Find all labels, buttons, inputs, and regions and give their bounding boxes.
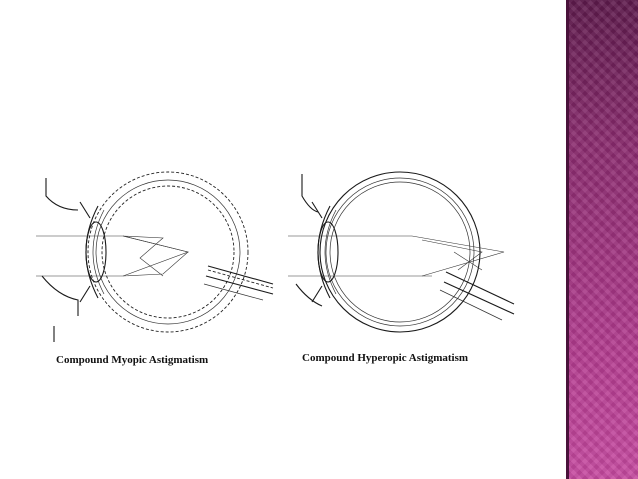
myopic-eye-diagram — [28, 166, 278, 346]
side-bar-edge — [566, 0, 569, 479]
hyperopic-eye-diagram — [282, 166, 532, 346]
myopic-caption: Compound Myopic Astigmatism — [56, 354, 209, 366]
decorative-side-bar — [566, 0, 638, 479]
hyperopic-caption: Compound Hyperopic Astigmatism — [302, 352, 469, 364]
